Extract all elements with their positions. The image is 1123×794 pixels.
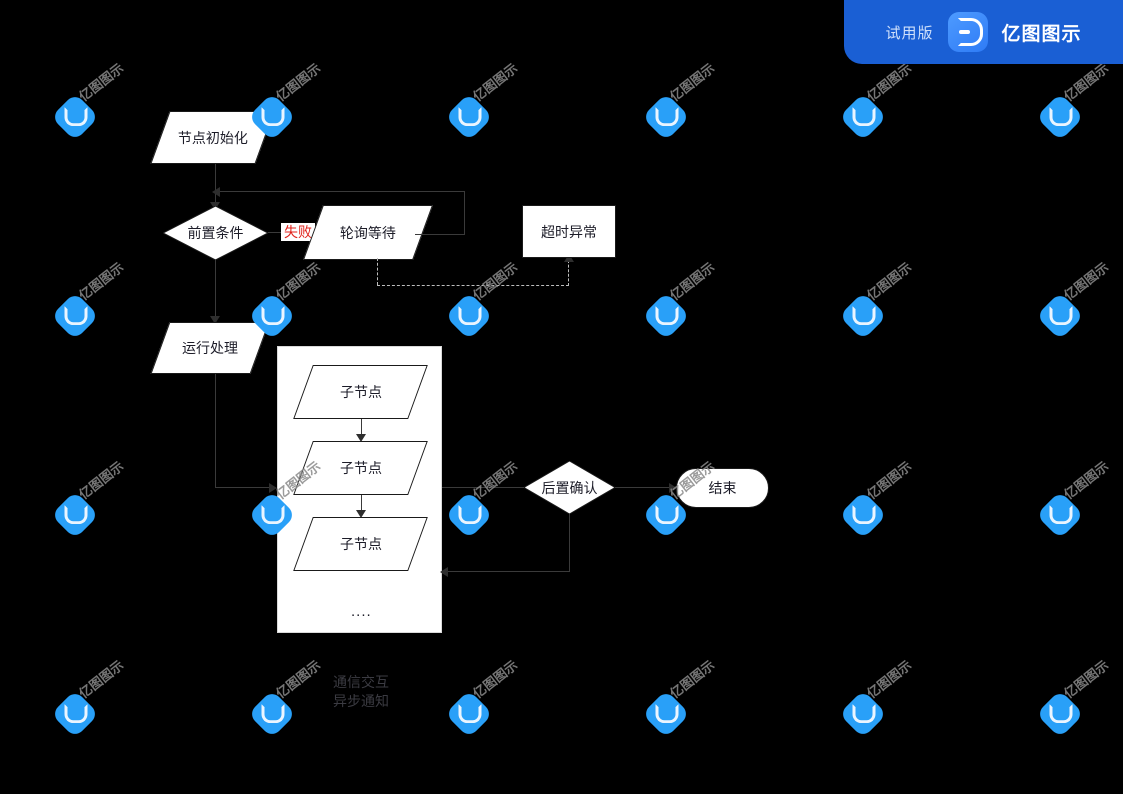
edge-run-to-container-down <box>215 374 216 487</box>
node-init[interactable]: 节点初始化 <box>150 111 275 164</box>
edge-child1-to-child2-arrow <box>356 434 366 442</box>
edge-child2-to-child3 <box>361 495 362 514</box>
edge-run-to-container-arrow <box>269 483 277 493</box>
edge-postcheck-to-end <box>615 487 675 488</box>
edge-poll-loop-top <box>215 191 465 192</box>
node-child-3[interactable]: 子节点 <box>293 517 428 571</box>
diamond-shape-icon <box>524 461 615 514</box>
edge-poll-loop-right <box>415 234 465 235</box>
edge-child1-to-child2 <box>361 419 362 438</box>
node-child-3-label: 子节点 <box>339 536 382 552</box>
trial-label: 试用版 <box>885 24 934 42</box>
node-precondition-label: 前置条件 <box>187 225 244 241</box>
node-child-1-label: 子节点 <box>339 384 382 400</box>
subnode-ellipsis: .... <box>351 603 372 620</box>
edge-postcheck-loop-down <box>569 514 570 571</box>
edge-poll-loop-vertical <box>464 191 465 235</box>
node-child-2-label: 子节点 <box>339 460 382 476</box>
edge-postcheck-loop-left <box>442 571 570 572</box>
node-child-1[interactable]: 子节点 <box>293 365 428 419</box>
edge-poll-to-timeout-down <box>377 258 378 285</box>
edraw-logo-icon <box>947 12 988 52</box>
edge-poll-to-timeout-arrow <box>564 254 574 262</box>
node-precondition[interactable]: 前置条件 <box>163 206 268 260</box>
edge-precond-to-run-arrow <box>210 316 220 324</box>
edge-postcheck-loop-arrow <box>440 567 448 577</box>
node-end[interactable]: 结束 <box>676 468 769 508</box>
trial-badge[interactable]: 试用版 亿图图示 <box>844 0 1123 64</box>
node-timeout-exception-label: 超时异常 <box>541 223 597 240</box>
node-run-process-label: 运行处理 <box>182 340 238 356</box>
edge-postcheck-to-end-arrow <box>669 483 677 493</box>
node-poll-wait-label: 轮询等待 <box>340 224 396 241</box>
edge-poll-to-timeout-across <box>377 285 569 286</box>
edge-poll-loop-arrow <box>212 187 220 197</box>
edge-run-to-container-across <box>215 487 272 488</box>
node-post-confirm-label: 后置确认 <box>541 479 598 496</box>
node-run-process[interactable]: 运行处理 <box>150 322 270 374</box>
diamond-shape-icon <box>163 206 268 260</box>
note-async: 异步通知 <box>333 693 389 709</box>
node-end-label: 结束 <box>708 480 737 496</box>
edge-init-to-precond <box>215 164 216 206</box>
edge-label-fail: 失败 <box>281 223 315 241</box>
edge-precond-to-run <box>215 260 216 320</box>
edge-child2-to-child3-arrow <box>356 510 366 518</box>
node-child-2[interactable]: 子节点 <box>293 441 428 495</box>
edge-poll-to-timeout-up <box>568 260 569 286</box>
edge-container-to-postcheck <box>442 487 527 488</box>
node-post-confirm[interactable]: 后置确认 <box>524 461 615 514</box>
node-poll-wait[interactable]: 轮询等待 <box>302 205 434 260</box>
note-communication: 通信交互 <box>333 674 389 690</box>
node-init-label: 节点初始化 <box>177 129 248 146</box>
node-timeout-exception[interactable]: 超时异常 <box>522 205 616 258</box>
brand-name: 亿图图示 <box>1001 23 1082 45</box>
